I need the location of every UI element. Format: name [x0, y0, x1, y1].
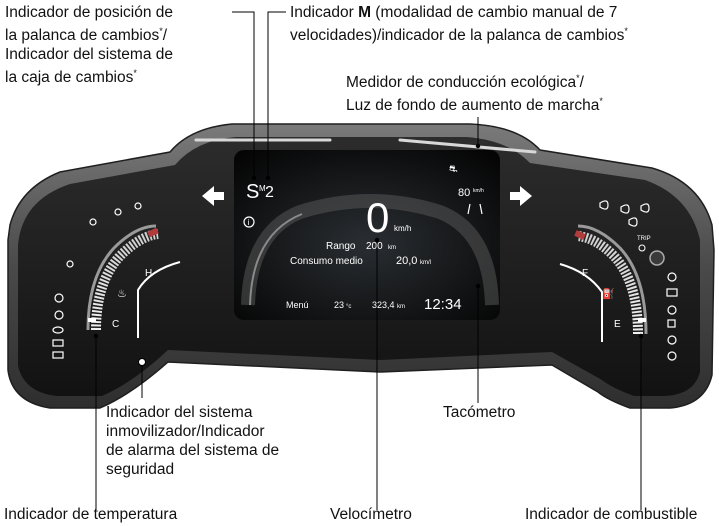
vsa-off-icon [89, 218, 97, 226]
callout-eco-line1: Medidor de conducción ecológica*/ [346, 73, 584, 92]
clock: 12:34 [424, 296, 462, 313]
callout-gear-position-line3: Indicador del sistema de [5, 46, 174, 64]
fuel-needle-track [559, 263, 603, 342]
low-beam-icon [620, 204, 630, 214]
seatbelt-icon [134, 202, 142, 210]
callout-temperature: Indicador de temperatura [4, 506, 178, 523]
central-display [234, 150, 500, 320]
gear-number: 2 [265, 184, 274, 201]
callout-gear-position-line2: la palanca de cambios*/ [5, 26, 168, 45]
fuel-empty-label: E [614, 319, 621, 330]
fuel-gauge-arc [577, 231, 643, 335]
engine-check-icon [52, 339, 64, 347]
temp-needle-track [137, 261, 181, 338]
airbag-icon [66, 260, 74, 268]
left-turn-arrow-icon [202, 186, 224, 206]
tpms-icon [54, 293, 64, 303]
outside-temp-unit: °c [346, 304, 351, 310]
odometer-unit: km [397, 304, 405, 310]
callout-gear-position-line4: la caja de cambios* [5, 68, 137, 87]
temp-high-label: H [145, 268, 152, 279]
callout-immobilizer-line4: seguridad [106, 461, 175, 478]
right-turn-arrow-icon [510, 186, 532, 206]
gear-letter: S [246, 181, 259, 203]
info-icon [243, 216, 255, 228]
consumption-value: 20,0 [396, 255, 417, 267]
callout-m-indicator: Indicador M (modalidad de cambio manual … [290, 3, 628, 45]
rear-fog-icon [628, 217, 638, 227]
callout-immobilizer: Indicador del sistema inmovilizador/Indi… [106, 403, 279, 479]
brake-warning-icon [54, 310, 64, 320]
callout-fuel: Indicador de combustible [525, 506, 698, 523]
fog-light-icon [640, 203, 650, 213]
warning-icon [667, 305, 677, 315]
eco-car-icon: ⛐ [449, 164, 458, 175]
consumption-label: Consumo medio [290, 256, 363, 267]
speed-limit-value: 80 [458, 187, 470, 199]
leader-lines [95, 11, 642, 510]
right-warning-icons [599, 200, 678, 361]
trip-reset-icon [638, 244, 646, 252]
fuel-marker [638, 318, 646, 322]
callout-eco: Medidor de conducción ecológica*/ Luz de… [346, 69, 603, 115]
immobilizer-indicator-dot [138, 358, 146, 366]
fuel-full-label: F [582, 268, 588, 279]
leader-gear-position [232, 11, 255, 178]
alert-icon [667, 351, 677, 361]
menu-label: Menú [286, 300, 309, 310]
info-icon-glyph: i [248, 218, 250, 227]
outside-temp-value: 23 [334, 300, 344, 310]
range-label: Rango [326, 241, 356, 252]
odometer-value: 323,4 [372, 300, 395, 310]
battery-icon [52, 351, 64, 359]
speed-limit-unit: km/h [473, 188, 484, 194]
callout-tachometer: Tacómetro [443, 404, 516, 421]
brake-hold-icon [666, 288, 678, 297]
callout-speedometer: Velocímetro [330, 506, 412, 523]
callout-m-indicator-line1: Indicador M (modalidad de cambio manual … [290, 4, 618, 21]
callout-gear-position: Indicador de posición de la palanca de c… [5, 3, 173, 87]
speed-value: 0 [366, 194, 389, 241]
auto-hold-icon [667, 272, 677, 282]
fuel-pump-icon: ⛽ [602, 287, 614, 300]
left-warning-icons [52, 202, 142, 359]
fuel-icon [667, 319, 676, 328]
eco-backlight-strip-right [398, 138, 537, 154]
range-value: 200 [366, 241, 383, 252]
consumption-unit: km/l [420, 260, 431, 266]
leader-dots [93, 143, 644, 365]
fuel-low-zone [574, 230, 586, 240]
callout-immobilizer-line1: Indicador del sistema [106, 404, 253, 421]
callout-gear-position-line1: Indicador de posición de [5, 4, 174, 21]
leader-m-indicator [267, 11, 286, 178]
temp-red-zone [147, 227, 159, 238]
lane-icon [467, 203, 483, 215]
range-unit: km [388, 245, 396, 251]
temp-low-label: C [112, 319, 119, 330]
temp-marker [88, 318, 96, 322]
callout-immobilizer-line3: de alarma del sistema de [106, 442, 280, 459]
callout-eco-line2: Luz de fondo de aumento de marcha* [346, 96, 603, 115]
trip-label: TRIP [637, 236, 651, 242]
high-beam-icon [599, 200, 609, 210]
vsa-icon [114, 208, 122, 216]
low-fuel-icon [667, 335, 677, 345]
trip-knob[interactable] [649, 250, 665, 266]
coolant-icon: ♨ [117, 288, 127, 300]
oil-pressure-icon [52, 326, 64, 334]
gear-m: M [259, 184, 266, 193]
callout-immobilizer-line2: inmovilizador/Indicador [106, 423, 265, 440]
speed-unit: km/h [394, 224, 411, 233]
callout-m-indicator-line2: velocidades)/indicador de la palanca de … [290, 26, 628, 45]
